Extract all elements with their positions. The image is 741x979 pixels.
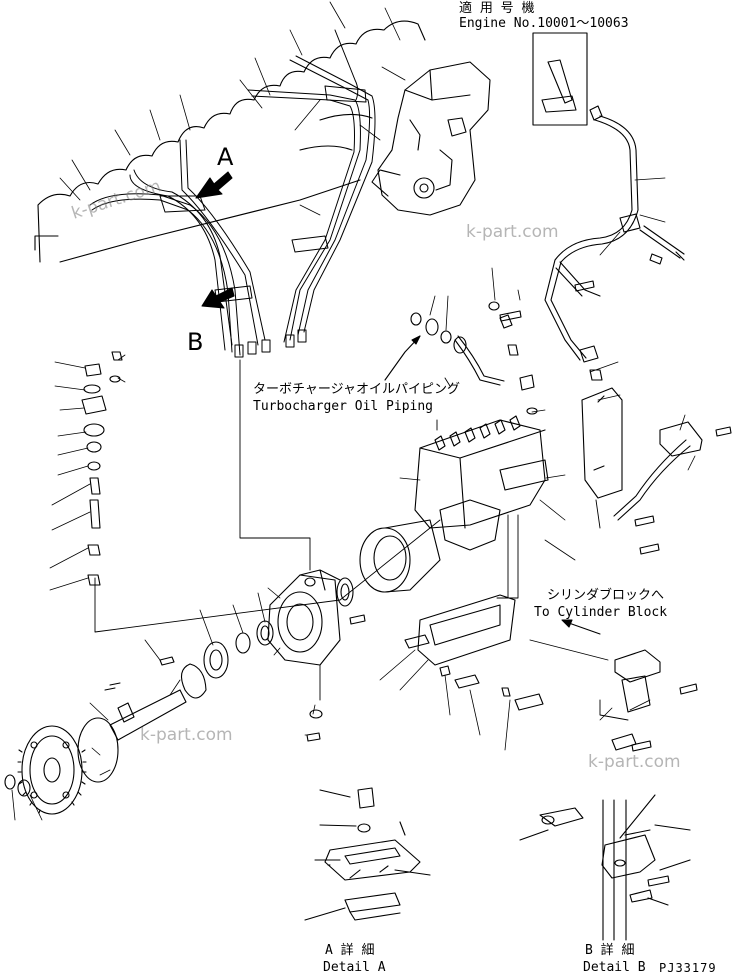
- leader-lines: [11, 1, 696, 821]
- cylinder-block-en: To Cylinder Block: [534, 605, 668, 620]
- turbo-pipe-fittings: [410, 301, 538, 415]
- callout-a: A: [217, 143, 234, 171]
- engine-no-box: [532, 32, 588, 126]
- callout-b: B: [187, 328, 204, 356]
- bolts: [306, 253, 732, 887]
- watermark-bottom-right: k-part.com: [588, 752, 681, 772]
- engine-block-outline: [34, 20, 491, 263]
- watermark-bottom-left: k-part.com: [140, 725, 233, 745]
- detail-b-drawing: [519, 794, 691, 941]
- drawing-code: PJ33179: [659, 961, 717, 975]
- turbo-label-pointer: [384, 335, 421, 381]
- arrow-b: [201, 287, 235, 309]
- cylinder-block-jp: シリンダブロックへ: [547, 588, 665, 603]
- cylinder-block-arrow: [561, 619, 601, 635]
- pump-bracket: [404, 594, 661, 751]
- detail-b-en: Detail B: [583, 960, 646, 975]
- view-arrows: [195, 171, 235, 309]
- detail-b-jp: B 詳 細: [585, 943, 635, 958]
- detail-a-jp: A 詳 細: [325, 943, 375, 958]
- watermark-center: k-part.com: [466, 222, 559, 242]
- detail-a-en: Detail A: [323, 960, 386, 975]
- adapter-housing: [267, 569, 341, 666]
- detail-a-drawing: [304, 787, 431, 921]
- injection-pump: [336, 415, 549, 607]
- arrow-a: [195, 171, 233, 199]
- injection-pipes: [89, 29, 376, 358]
- turbo-oil-piping-jp: ターボチャージャオイルパイピング: [253, 382, 460, 397]
- drive-parts: [4, 620, 274, 815]
- applicable-engine-jp: 適 用 号 機: [459, 1, 535, 16]
- turbo-oil-piping-en: Turbocharger Oil Piping: [253, 399, 434, 414]
- turbo-oil-pipe: [544, 105, 703, 521]
- left-parts-stack: [81, 351, 123, 586]
- engine-number-range: Engine No.10001～10063: [459, 16, 629, 31]
- reference-lines: [94, 359, 629, 721]
